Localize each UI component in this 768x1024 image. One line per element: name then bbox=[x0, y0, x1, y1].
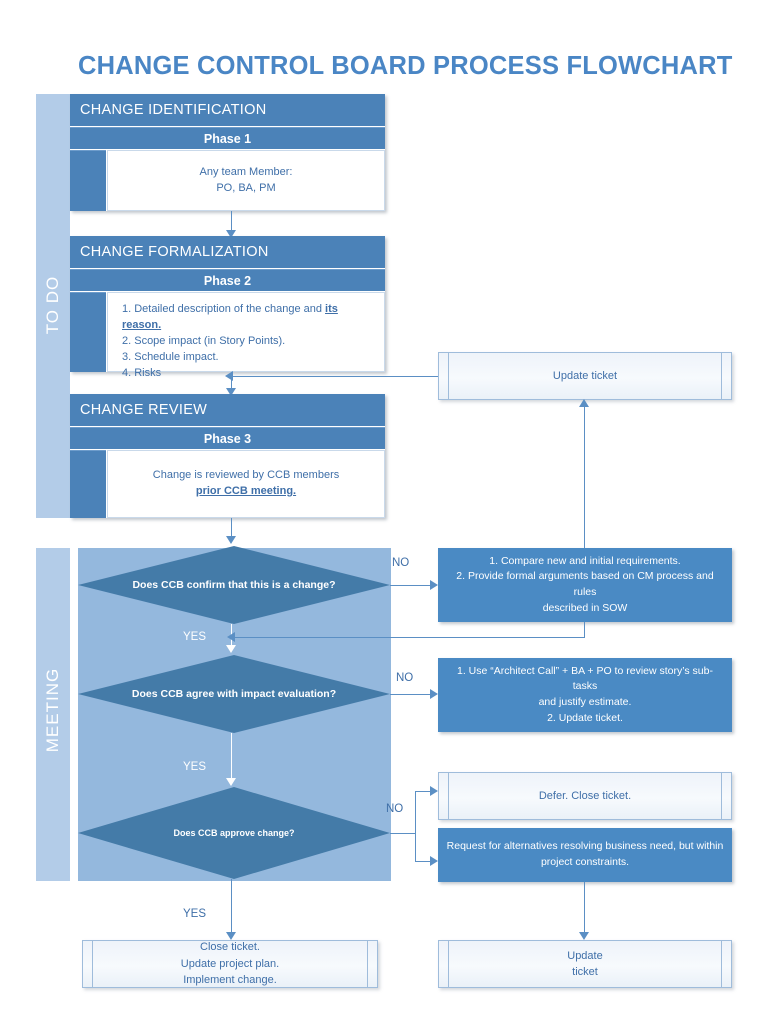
process-box-close-line-2: Update project plan. bbox=[180, 957, 280, 970]
connector-decision2-no bbox=[390, 694, 432, 695]
process-box-update-ticket-bottom-text: Update ticket bbox=[453, 941, 717, 987]
phase-2-body: 1. Detailed description of the change an… bbox=[107, 292, 385, 379]
arrowhead-phase1-phase2 bbox=[226, 230, 236, 238]
phase-3-body-line-1: Change is reviewed by CCB members bbox=[152, 469, 340, 482]
action-box-1-line-2: 2. Provide formal arguments based on CM … bbox=[456, 570, 714, 598]
action-box-architect-call: 1. Use “Architect Call” + BA + PO to rev… bbox=[438, 658, 732, 732]
decision-3-yes-label: YES bbox=[183, 908, 207, 920]
decision-3-text: Does CCB approve change? bbox=[173, 828, 295, 838]
phase-2-subtitle: Phase 2 bbox=[70, 269, 385, 291]
process-box-update-ticket-top-line-1: Update ticket bbox=[552, 369, 618, 382]
arrowhead-decision1-no bbox=[430, 580, 438, 590]
arrowhead-updateticket-to-phase3 bbox=[225, 371, 233, 381]
decision-3-no-label: NO bbox=[386, 803, 404, 815]
phase-card-3: CHANGE REVIEW Phase 3 Change is reviewed… bbox=[70, 394, 385, 518]
phase-2-item-1: 1. Detailed description of the change an… bbox=[122, 303, 338, 331]
process-box-close-ticket: Close ticket. Update project plan. Imple… bbox=[82, 940, 378, 988]
action-box-compare-requirements: 1. Compare new and initial requirements.… bbox=[438, 548, 732, 622]
decision-2-no-label: NO bbox=[396, 672, 414, 684]
arrowhead-decision1-yes bbox=[226, 645, 236, 653]
connector-decision3-no-lower bbox=[415, 861, 432, 862]
phase-1-subtitle: Phase 1 bbox=[70, 127, 385, 149]
phase-3-header: CHANGE REVIEW bbox=[70, 394, 385, 426]
connector-decision3-yes bbox=[231, 879, 232, 935]
arrowhead-actionbox2-to-updateticket bbox=[579, 399, 589, 407]
action-box-2-line-2: and justify estimate. bbox=[538, 696, 632, 708]
phase-3-left-column bbox=[70, 450, 106, 518]
connector-decision1-no bbox=[390, 585, 432, 586]
swimlane-todo-label: TO DO bbox=[43, 275, 62, 335]
phase-1-body-line-2: PO, BA, PM bbox=[216, 181, 276, 194]
phase-1-left-column bbox=[70, 150, 106, 211]
phase-card-1: CHANGE IDENTIFICATION Phase 1 Any team M… bbox=[70, 94, 385, 211]
arrowhead-actionbox1-feedback bbox=[227, 632, 235, 642]
process-box-defer-close-ticket-text: Defer. Close ticket. bbox=[453, 773, 717, 819]
phase-3-body-underlined: prior CCB meeting. bbox=[195, 485, 297, 497]
action-box-1-line-3: described in SOW bbox=[542, 601, 628, 614]
connector-decision3-no-riser bbox=[415, 791, 416, 861]
phase-2-item-1-underlined: its reason. bbox=[122, 303, 338, 331]
arrowhead-decision2-yes bbox=[226, 778, 236, 786]
arrowhead-decision3-no-lower bbox=[430, 856, 438, 866]
process-box-update-ticket-bottom: Update ticket bbox=[438, 940, 732, 988]
action-box-1-line-1: 1. Compare new and initial requirements. bbox=[489, 554, 681, 567]
connector-phase2-phase3 bbox=[231, 372, 232, 392]
process-box-defer-close-ticket: Defer. Close ticket. bbox=[438, 772, 732, 820]
decision-1-no-label: NO bbox=[392, 557, 410, 569]
connector-phase3-decision1 bbox=[231, 518, 232, 540]
action-box-3-line-2: project constraints. bbox=[540, 856, 630, 868]
connector-decision2-yes bbox=[231, 733, 232, 781]
swimlane-todo bbox=[36, 94, 70, 518]
phase-2-item-2: 2. Scope impact (in Story Points). bbox=[122, 334, 286, 347]
decision-1-text: Does CCB confirm that this is a change? bbox=[132, 579, 336, 591]
process-box-close-ticket-text: Close ticket. Update project plan. Imple… bbox=[97, 941, 363, 987]
phase-3-body: Change is reviewed by CCB members prior … bbox=[107, 450, 385, 518]
decision-2-yes-label: YES bbox=[183, 761, 207, 773]
process-box-update-ticket-top: Update ticket bbox=[438, 352, 732, 400]
phase-2-left-column bbox=[70, 292, 106, 372]
decision-2-text: Does CCB agree with impact evaluation? bbox=[131, 688, 337, 700]
action-box-2-line-3: 2. Update ticket. bbox=[547, 711, 623, 724]
swimlane-meeting-label: MEETING bbox=[43, 667, 62, 753]
phase-1-body-line-1: Any team Member: bbox=[199, 165, 293, 178]
connector-decision3-no-upper bbox=[415, 791, 432, 792]
phase-3-subtitle: Phase 3 bbox=[70, 427, 385, 449]
action-box-2-line-1: 1. Use “Architect Call” + BA + PO to rev… bbox=[457, 664, 713, 693]
process-box-defer-line-1: Defer. Close ticket. bbox=[538, 789, 632, 802]
phase-card-2: CHANGE FORMALIZATION Phase 2 1. Detailed… bbox=[70, 236, 385, 379]
connector-actionbox1-left bbox=[234, 637, 584, 638]
arrowhead-actionbox3-to-updateticket-bottom bbox=[579, 932, 589, 940]
phase-2-item-3: 3. Schedule impact. bbox=[122, 350, 219, 363]
arrowhead-decision3-yes bbox=[226, 932, 236, 940]
phase-2-item-4: 4. Risks bbox=[122, 366, 162, 379]
connector-actionbox1-down bbox=[584, 622, 585, 638]
connector-updateticket-to-phase3 bbox=[232, 376, 438, 377]
page-title: CHANGE CONTROL BOARD PROCESS FLOWCHART bbox=[78, 52, 733, 80]
process-box-close-line-1: Close ticket. bbox=[200, 941, 260, 954]
phase-1-header: CHANGE IDENTIFICATION bbox=[70, 94, 385, 126]
arrowhead-decision3-no-upper bbox=[430, 786, 438, 796]
connector-actionbox3-to-updateticket-bottom bbox=[584, 882, 585, 935]
action-box-3-line-1: Request for alternatives resolving busin… bbox=[446, 840, 724, 853]
process-box-close-line-3: Implement change. bbox=[183, 974, 277, 987]
swimlane-meeting bbox=[36, 548, 70, 881]
phase-1-body: Any team Member: PO, BA, PM bbox=[107, 150, 385, 211]
connector-phase1-phase2 bbox=[231, 211, 232, 231]
arrowhead-phase2-phase3 bbox=[226, 388, 236, 396]
action-box-request-alternatives: Request for alternatives resolving busin… bbox=[438, 828, 732, 882]
connector-decision3-no bbox=[390, 833, 415, 834]
arrowhead-phase3-decision1 bbox=[226, 536, 236, 544]
phase-2-header: CHANGE FORMALIZATION bbox=[70, 236, 385, 268]
arrowhead-decision2-no bbox=[430, 689, 438, 699]
process-box-update-ticket-top-text: Update ticket bbox=[453, 353, 717, 399]
connector-actionbox2-to-updateticket bbox=[584, 401, 585, 548]
process-box-update-bottom-line-2: ticket bbox=[572, 966, 598, 978]
decision-1-yes-label: YES bbox=[183, 631, 207, 643]
process-box-update-bottom-line-1: Update bbox=[567, 949, 603, 962]
